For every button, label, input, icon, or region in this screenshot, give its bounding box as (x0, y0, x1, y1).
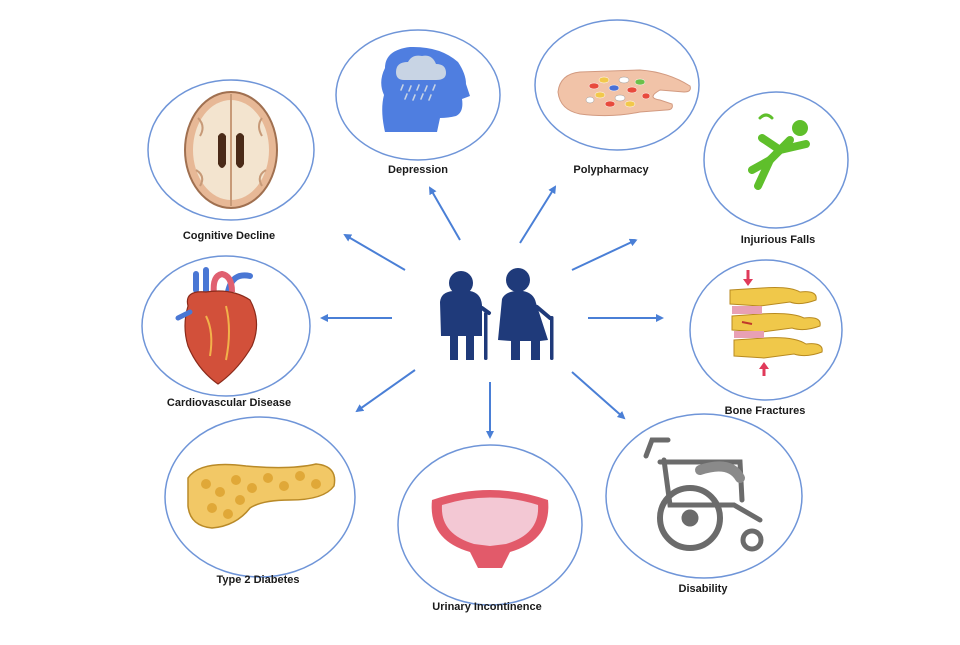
arrow-to-cognitive-decline (343, 233, 406, 271)
arrow-to-injurious-falls (571, 238, 638, 271)
hand-pills-icon (557, 69, 691, 117)
node-injurious-falls (703, 91, 849, 229)
elderly-couple-icon (440, 268, 554, 360)
node-cardiovascular-disease (141, 255, 311, 397)
vertebrae-icon (729, 270, 823, 376)
arrows (320, 185, 664, 439)
label-polypharmacy: Polypharmacy (573, 164, 649, 176)
heart-icon (175, 267, 258, 385)
node-disability (605, 413, 803, 579)
node-urinary-incontinence (397, 444, 583, 606)
node-type-2-diabetes (164, 416, 356, 578)
label-cardiovascular-disease: Cardiovascular Disease (166, 397, 292, 409)
label-urinary-incontinence: Urinary Incontinence (432, 601, 542, 613)
label-injurious-falls: Injurious Falls (740, 234, 816, 246)
arrow-to-disability (571, 371, 626, 420)
wheelchair-icon (643, 437, 764, 552)
arrow-to-type-2-diabetes (355, 369, 416, 413)
pancreas-icon (187, 463, 336, 529)
node-cognitive-decline (147, 79, 315, 221)
label-disability: Disability (678, 583, 728, 595)
label-type-2-diabetes: Type 2 Diabetes (216, 574, 300, 586)
arrow-to-polypharmacy (519, 185, 557, 244)
node-depression (335, 29, 501, 161)
bladder-icon (431, 490, 549, 568)
node-ring (703, 91, 849, 229)
label-bone-fractures: Bone Fractures (724, 405, 806, 417)
node-bone-fractures (689, 259, 843, 401)
node-ring (605, 413, 803, 579)
falling-person-icon (748, 113, 810, 190)
label-cognitive-decline: Cognitive Decline (182, 230, 276, 242)
brain-icon (184, 91, 278, 209)
label-depression: Depression (388, 164, 448, 176)
node-polypharmacy (534, 19, 700, 151)
arrow-to-depression (429, 186, 461, 241)
head-raincloud-icon (381, 46, 470, 132)
